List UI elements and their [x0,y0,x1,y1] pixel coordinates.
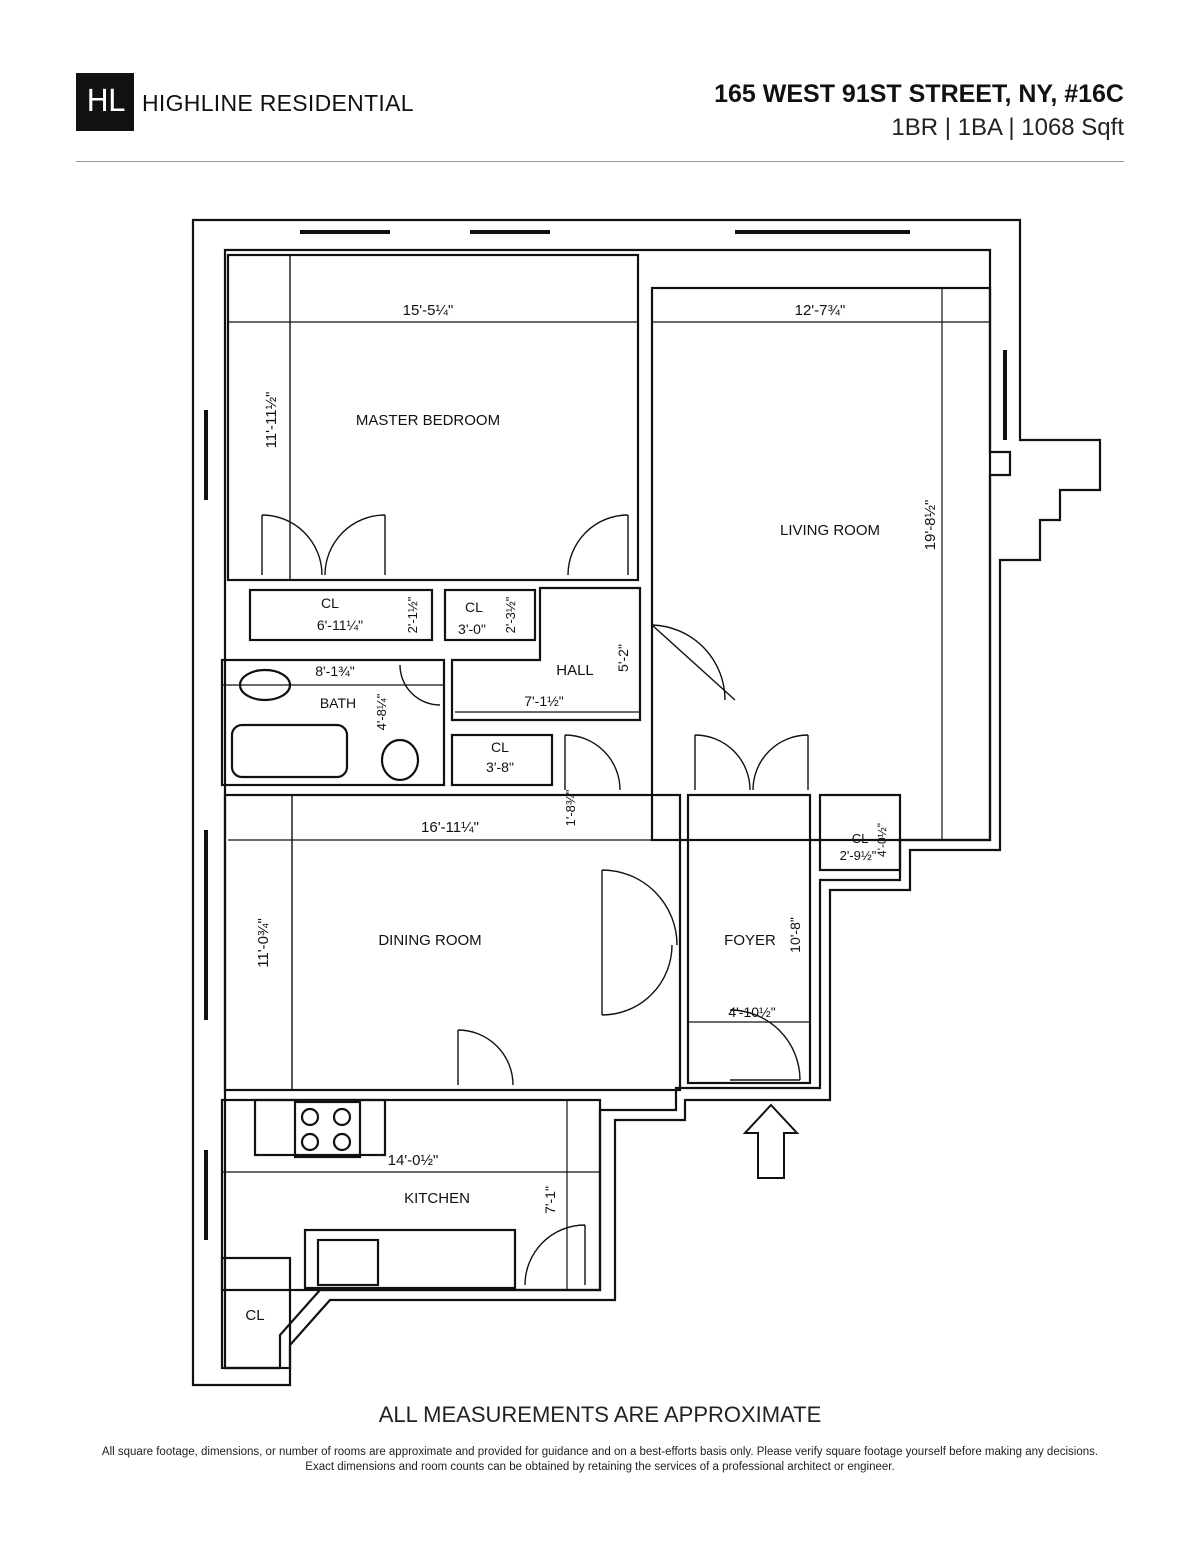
label-bath: BATH [320,695,356,711]
dim-closet-4-width: 2'-9½" [840,848,877,863]
dim-hall-width: 7'-1½" [524,693,564,709]
disclaimer: All square footage, dimensions, or numbe… [101,1446,1099,1473]
dim-closet-2-depth: 2'-3½" [503,596,518,633]
door-kitchen [524,1224,586,1286]
door-dining-2 [601,944,673,1016]
kitchen-walls [220,1098,602,1292]
closet-4-walls [818,793,902,872]
label-master-bedroom: MASTER BEDROOM [356,412,500,429]
dim-closet-1-depth: 2'-1½" [405,596,420,633]
brand-logo: HL [76,73,134,131]
dim-bath-width: 8'-1¾" [315,663,355,679]
master-bedroom-walls [226,253,640,582]
listing-address: 165 WEST 91ST STREET, NY, #16C [714,80,1124,108]
label-hall: HALL [556,662,594,679]
approx-note: ALL MEASUREMENTS ARE APPROXIMATE [378,1402,822,1427]
closet-2-walls [443,588,537,642]
foyer-walls [686,793,812,1085]
dim-dining-room-depth: 11'-0¾" [255,918,272,968]
label-kitchen: KITCHEN [404,1190,470,1207]
brand-logo-text: HL [86,84,124,119]
door-hall [564,734,621,791]
dim-dining-room-width: 16'-11¼" [421,819,479,836]
stove [293,1100,362,1159]
inner-wall [223,248,1012,1370]
dim-foyer-depth: 10'-8" [787,917,803,953]
door-living [651,624,736,701]
door-living-3 [752,734,809,791]
dim-kitchen-depth: 7'-1" [542,1186,558,1214]
closet-3-walls [450,733,554,787]
closet-5-walls [220,1256,292,1370]
sink [380,738,420,782]
label-foyer: FOYER [724,932,776,949]
label-closet-2: CL [465,599,483,615]
door-foyer [729,1009,801,1081]
dim-master-bedroom-width: 15'-5¼" [403,302,454,319]
dim-foyer-width: 4'-10½" [728,1004,775,1020]
dim-master-bedroom-depth: 11'-11½" [263,392,280,449]
dim-closet-3-depth: 1'-8¾" [563,789,578,826]
door-bedroom-3 [567,514,629,576]
label-dining-room: DINING ROOM [378,932,481,949]
kitchen-sink [316,1238,380,1287]
dim-bath-depth: 4'-8¼" [374,693,389,730]
counter-top [253,1098,387,1157]
dim-closet-1-width: 6'-11¼" [317,617,363,633]
door-dining-3 [457,1029,514,1086]
door-living-2 [694,734,751,791]
hall-walls [450,586,642,722]
dim-closet-4-depth: 4'-0½" [875,823,889,857]
label-living-room: LIVING ROOM [780,522,880,539]
label-closet-3: CL [491,739,509,755]
door-bath [399,664,441,706]
bath-walls [220,658,446,787]
dim-living-room-depth: 19'-8½" [922,500,939,551]
header-divider [76,161,1124,162]
brand-name: HIGHLINE RESIDENTIAL [142,90,414,116]
bathtub [230,723,349,779]
closet-1-walls [248,588,434,642]
dim-living-room-width: 12'-7¾" [795,302,846,319]
counter-bottom [303,1228,517,1290]
dim-closet-3-width: 3'-8" [486,759,514,775]
dim-kitchen-width: 14'-0½" [388,1152,439,1169]
listing-specs: 1BR | 1BA | 1068 Sqft [891,114,1124,141]
dining-room-walls [223,793,682,1092]
living-room-walls [650,286,992,842]
label-closet-4: CL [852,831,869,846]
entrance-arrow-icon [742,1103,800,1179]
label-closet-1: CL [321,595,339,611]
dim-closet-2-width: 3'-0" [458,621,486,637]
door-dining [601,869,678,946]
door-bedroom-1 [261,514,323,576]
label-closet-5: CL [245,1307,264,1324]
door-bedroom-2 [324,514,386,576]
outer-wall [191,218,1102,1387]
dim-hall-depth: 5'-2" [615,644,631,672]
